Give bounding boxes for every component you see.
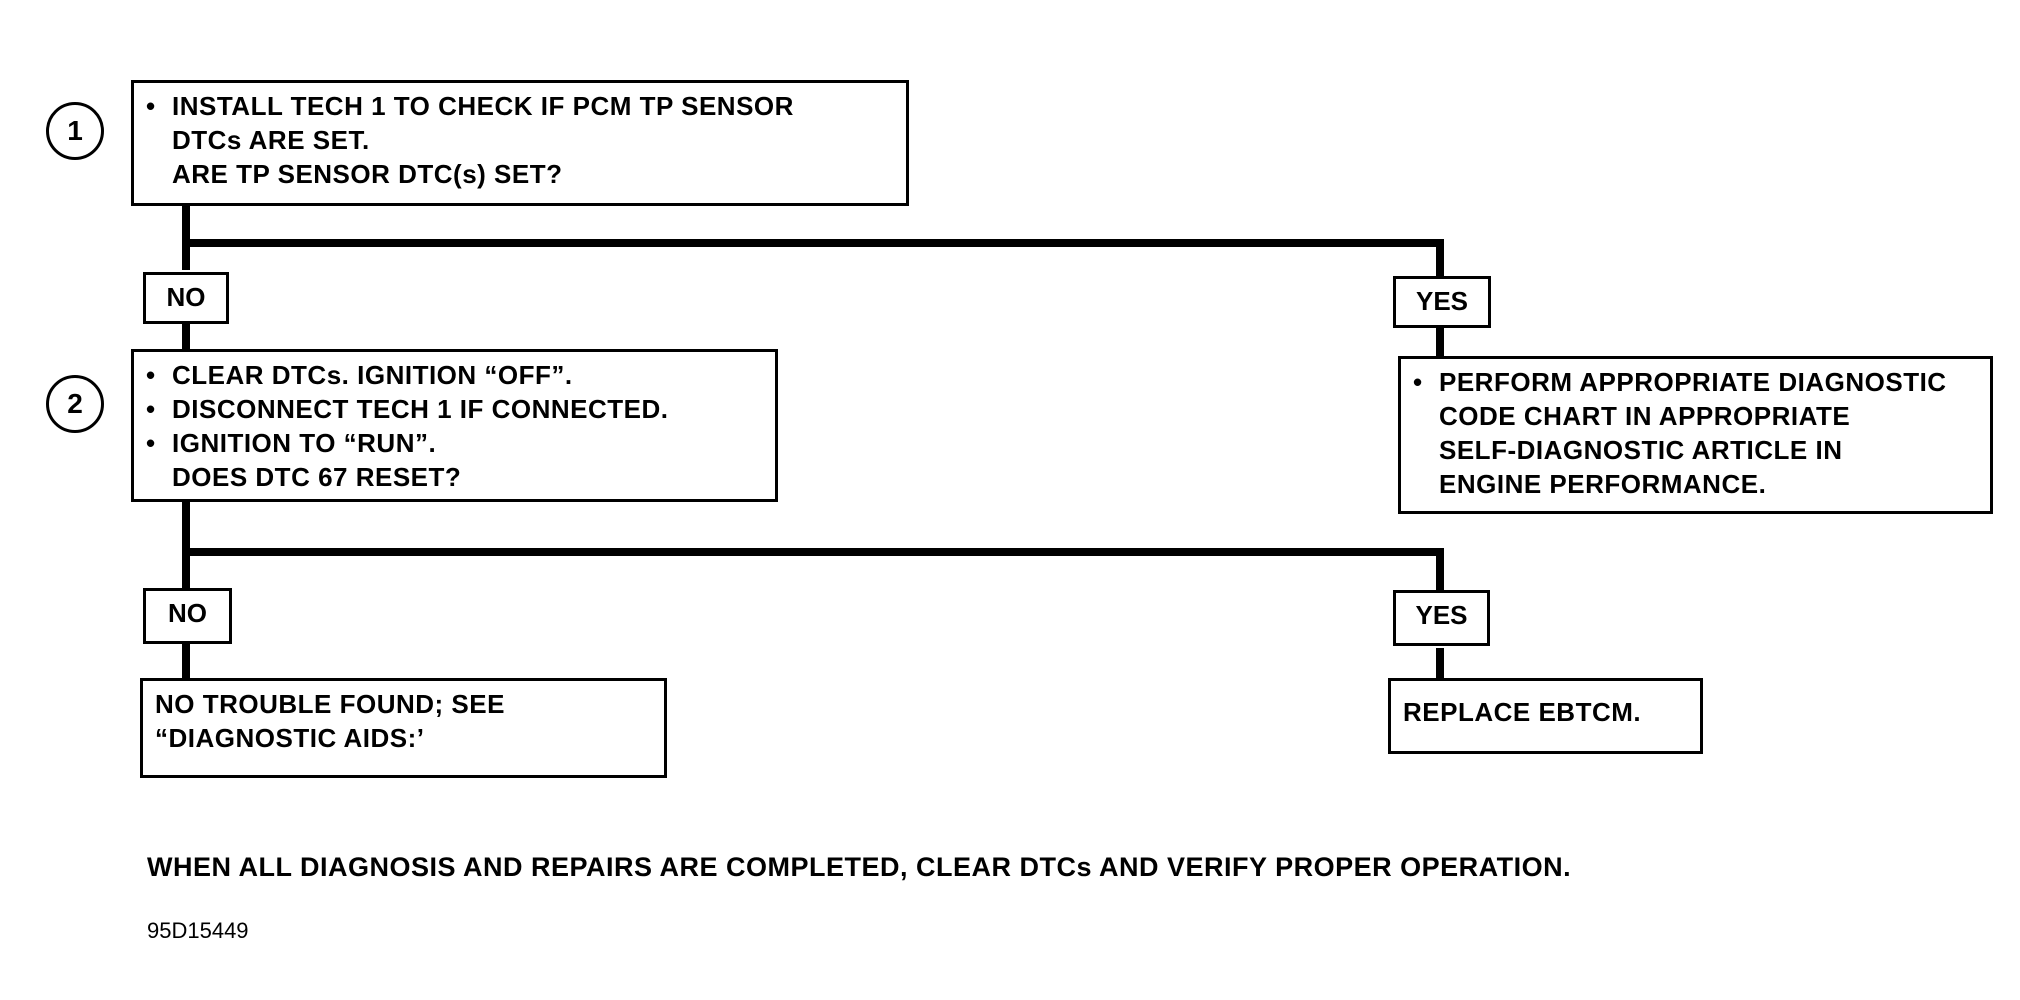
yes-1-line: CODE CHART IN APPROPRIATE xyxy=(1413,399,1978,433)
yes-2-line: REPLACE EBTCM. xyxy=(1403,697,1642,727)
no-2-result-box: NO TROUBLE FOUND; SEE “DIAGNOSTIC AIDS:’ xyxy=(140,678,667,778)
line-text: SELF-DIAGNOSTIC ARTICLE IN xyxy=(1439,435,1843,465)
figure-id: 95D15449 xyxy=(147,918,249,943)
line-text: ARE TP SENSOR DTC(s) SET? xyxy=(172,159,563,189)
step-2-line: DOES DTC 67 RESET? xyxy=(146,460,763,494)
bullet: • xyxy=(1413,367,1423,397)
bullet: • xyxy=(146,360,156,390)
step-1-line: DTCs ARE SET. xyxy=(146,123,894,157)
line-text: IGNITION TO “RUN”. xyxy=(172,428,437,458)
line-text: ENGINE PERFORMANCE. xyxy=(1439,469,1767,499)
no-2-line: “DIAGNOSTIC AIDS:’ xyxy=(155,723,425,753)
yes-1-line: • PERFORM APPROPRIATE DIAGNOSTIC xyxy=(1413,365,1978,399)
yes-1-action-box: • PERFORM APPROPRIATE DIAGNOSTIC CODE CHA… xyxy=(1398,356,1993,514)
step-1-line: ARE TP SENSOR DTC(s) SET? xyxy=(146,157,894,191)
no-label-text: NO xyxy=(166,282,206,312)
line-text: CLEAR DTCs. IGNITION “OFF”. xyxy=(172,360,573,390)
step-2-marker: 2 xyxy=(46,375,104,433)
branch-2-no-label: NO xyxy=(143,588,232,644)
step-2-line: • DISCONNECT TECH 1 IF CONNECTED. xyxy=(146,392,763,426)
yes-1-line: ENGINE PERFORMANCE. xyxy=(1413,467,1978,501)
bullet: • xyxy=(146,91,156,121)
step-1-marker: 1 xyxy=(46,102,104,160)
line-text: CODE CHART IN APPROPRIATE xyxy=(1439,401,1851,431)
line-text: PERFORM APPROPRIATE DIAGNOSTIC xyxy=(1439,367,1947,397)
step-2-line: • CLEAR DTCs. IGNITION “OFF”. xyxy=(146,358,763,392)
line-text: DOES DTC 67 RESET? xyxy=(172,462,462,492)
step-1-box: • INSTALL TECH 1 TO CHECK IF PCM TP SENSO… xyxy=(131,80,909,206)
step-1-number: 1 xyxy=(67,115,83,146)
yes-2-result-box: REPLACE EBTCM. xyxy=(1388,678,1703,754)
step-2-box: • CLEAR DTCs. IGNITION “OFF”. • DISCONNECT… xyxy=(131,349,778,502)
line-text: DISCONNECT TECH 1 IF CONNECTED. xyxy=(172,394,669,424)
branch-1-no-label: NO xyxy=(143,272,229,324)
yes-label-text: YES xyxy=(1415,600,1468,630)
no-2-line: NO TROUBLE FOUND; SEE xyxy=(155,689,505,719)
yes-label-text: YES xyxy=(1415,286,1469,316)
branch-2-yes-label: YES xyxy=(1393,590,1490,646)
bullet: • xyxy=(146,394,156,424)
completion-note: WHEN ALL DIAGNOSIS AND REPAIRS ARE COMPL… xyxy=(147,852,1572,882)
step-1-line: • INSTALL TECH 1 TO CHECK IF PCM TP SENSO… xyxy=(146,89,894,123)
step-2-line: • IGNITION TO “RUN”. xyxy=(146,426,763,460)
step-2-number: 2 xyxy=(67,388,83,419)
line-text: DTCs ARE SET. xyxy=(172,125,370,155)
no-label-text: NO xyxy=(168,598,207,628)
yes-1-line: SELF-DIAGNOSTIC ARTICLE IN xyxy=(1413,433,1978,467)
bullet: • xyxy=(146,428,156,458)
branch-1-yes-label: YES xyxy=(1393,276,1491,328)
line-text: INSTALL TECH 1 TO CHECK IF PCM TP SENSOR xyxy=(172,91,794,121)
